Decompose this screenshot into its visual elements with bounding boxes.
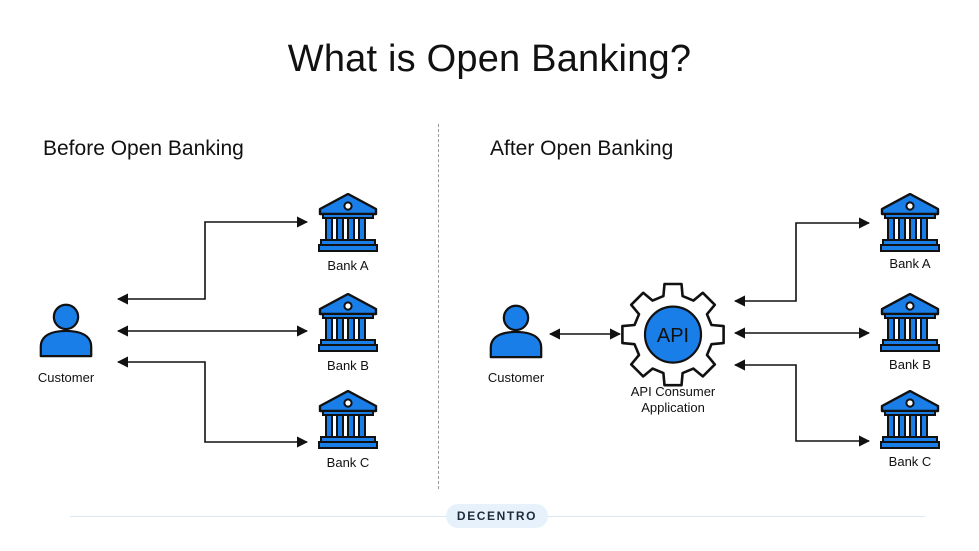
after-heading: After Open Banking <box>490 137 674 160</box>
before-arrow-bank-c <box>116 356 309 448</box>
gear-icon <box>621 282 725 387</box>
before-bank-c-label: Bank C <box>326 455 370 470</box>
before-bank-a-label: Bank A <box>327 258 369 273</box>
before-bank-c-icon <box>318 390 378 450</box>
before-heading: Before Open Banking <box>43 137 244 160</box>
before-bank-a-icon <box>318 193 378 253</box>
section-divider <box>438 124 439 489</box>
before-customer-icon <box>39 303 93 358</box>
gear-label: API <box>657 325 689 347</box>
after-bank-a-icon <box>880 193 940 253</box>
after-customer-icon <box>489 304 543 359</box>
after-bank-b-label: Bank B <box>889 357 931 372</box>
after-bank-c-label: Bank C <box>888 454 932 469</box>
after-customer-label: Customer <box>487 370 545 385</box>
before-bank-b-icon <box>318 293 378 353</box>
after-arrow-bank-c <box>733 359 871 447</box>
after-bank-a-label: Bank A <box>889 256 931 271</box>
after-bank-c-icon <box>880 390 940 450</box>
after-arrow-bank-a <box>733 217 871 307</box>
before-customer-label: Customer <box>37 370 95 385</box>
after-bank-b-icon <box>880 293 940 353</box>
page-title: What is Open Banking? <box>287 38 692 80</box>
app-label-line2: Application <box>641 400 705 415</box>
brand-badge: DECENTRO <box>446 504 548 528</box>
before-arrow-bank-a <box>116 216 309 305</box>
before-bank-b-label: Bank B <box>327 358 369 373</box>
app-label-line1: API Consumer <box>630 384 716 399</box>
